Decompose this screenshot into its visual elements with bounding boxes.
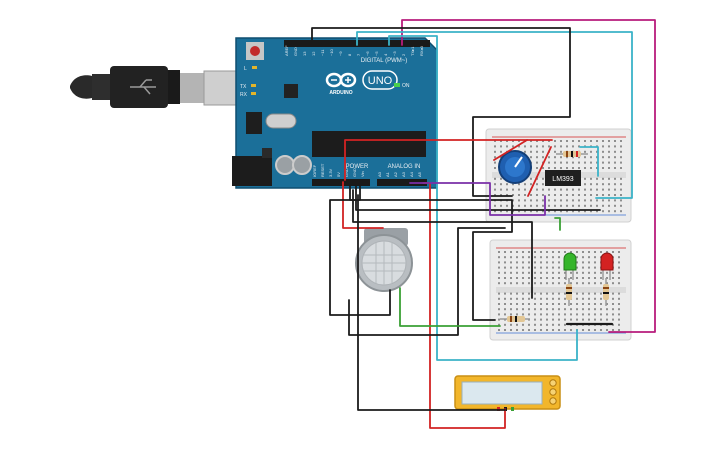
digital-pin-label-13: 2 xyxy=(401,53,406,56)
wire-red-sensor[interactable] xyxy=(342,181,384,229)
power-pin-label-3: 5V xyxy=(336,172,341,177)
digital-header-label: DIGITAL (PWM~) xyxy=(361,58,408,64)
digital-pin-label-1: GND xyxy=(293,47,298,56)
potentiometer[interactable] xyxy=(498,150,532,184)
arduino-logo: ARDUINO xyxy=(325,72,357,96)
digital-pin-label-2: 13 xyxy=(302,51,307,56)
digital-pin-label-0: AREF xyxy=(284,45,289,56)
label-l: L xyxy=(244,66,247,72)
lm393-chip: LM393 xyxy=(545,170,581,186)
digital-pin-label-12: ~3 xyxy=(392,51,397,56)
svg-text:UNO: UNO xyxy=(368,75,393,87)
digital-pin-label-11: 4 xyxy=(383,53,388,56)
digital-pin-label-6: ~9 xyxy=(338,51,343,56)
resistor-top xyxy=(556,151,588,157)
power-pin-label-6: Vin xyxy=(360,171,365,177)
digital-pin-label-4: ~11 xyxy=(320,49,325,56)
wire-purple[interactable] xyxy=(409,182,546,216)
usb-symbol-icon xyxy=(130,79,156,95)
label-tx: TX xyxy=(240,84,247,90)
analog-pin-label-4: A4 xyxy=(409,171,414,177)
wire-cyan-lower[interactable] xyxy=(388,35,578,361)
wire-black-bottom[interactable] xyxy=(348,227,506,336)
wire-red-5v[interactable] xyxy=(344,139,553,181)
wire-black-loop[interactable] xyxy=(329,182,391,316)
resistor-red-led xyxy=(603,278,609,306)
power-pin-label-5: GND xyxy=(352,168,357,177)
power-pin-label-1: RESET xyxy=(320,163,325,177)
power-header-label: POWER xyxy=(346,164,369,170)
label-rx: RX xyxy=(240,92,248,98)
digital-pin-label-7: 8 xyxy=(347,53,352,56)
arduino-uno-board[interactable]: L TX RX ARDUINO UNO ON DIGITAL (PWM~) xyxy=(232,37,438,189)
wire-black-lcd[interactable] xyxy=(352,189,533,299)
breadboard-bottom[interactable] xyxy=(489,239,632,341)
analog-pin-label-5: A5 xyxy=(417,171,422,177)
wire-black-lcd-gnd[interactable] xyxy=(357,194,506,411)
arduino-brand: ARDUINO xyxy=(329,90,352,96)
wire-black-sensor[interactable] xyxy=(355,182,601,211)
wire-cyan-upper[interactable] xyxy=(356,31,633,199)
digital-pin-label-9: ~6 xyxy=(365,51,370,56)
digital-pin-label-8: 7 xyxy=(356,53,361,56)
lcd-display[interactable] xyxy=(454,375,561,411)
gas-sensor[interactable] xyxy=(355,228,413,292)
usb-cable[interactable] xyxy=(70,66,239,108)
resistor-bottom xyxy=(500,316,530,322)
power-pin-label-2: 3.3V xyxy=(328,168,333,177)
label-on: ON xyxy=(402,83,410,89)
power-jack xyxy=(232,156,272,186)
digital-pin-label-14: TX▸1 xyxy=(410,46,415,56)
wire-cyan-short[interactable] xyxy=(579,146,599,177)
analog-pin-label-3: A3 xyxy=(401,171,406,177)
power-pin-label-4: GND xyxy=(344,168,349,177)
uno-badge: UNO xyxy=(362,70,398,90)
wire-red-diagonal[interactable] xyxy=(527,146,552,197)
power-pin-label-0: IOREF xyxy=(312,164,317,177)
digital-pin-label-5: ~10 xyxy=(329,48,334,56)
wire-green-top[interactable] xyxy=(554,217,561,231)
digital-pin-label-3: 12 xyxy=(311,51,316,56)
digital-pin-label-15: RX◂0 xyxy=(419,45,424,56)
led-green[interactable] xyxy=(563,252,577,280)
wire-red-pot[interactable] xyxy=(493,139,528,161)
analog-pin-label-0: A0 xyxy=(377,171,382,177)
resistor-green-led xyxy=(566,278,572,306)
atmega-chip xyxy=(312,131,426,157)
digital-pin-label-10: ~5 xyxy=(374,51,379,56)
wire-black-top[interactable] xyxy=(311,27,571,197)
power-header[interactable] xyxy=(312,179,370,186)
svg-text:LM393: LM393 xyxy=(552,176,574,183)
wire-green-bottom[interactable] xyxy=(399,287,501,327)
led-red[interactable] xyxy=(600,252,614,280)
analog-header-label: ANALOG IN xyxy=(388,164,421,170)
analog-pin-label-1: A1 xyxy=(385,171,390,177)
analog-pin-label-2: A2 xyxy=(393,171,398,177)
analog-header[interactable] xyxy=(377,179,427,186)
